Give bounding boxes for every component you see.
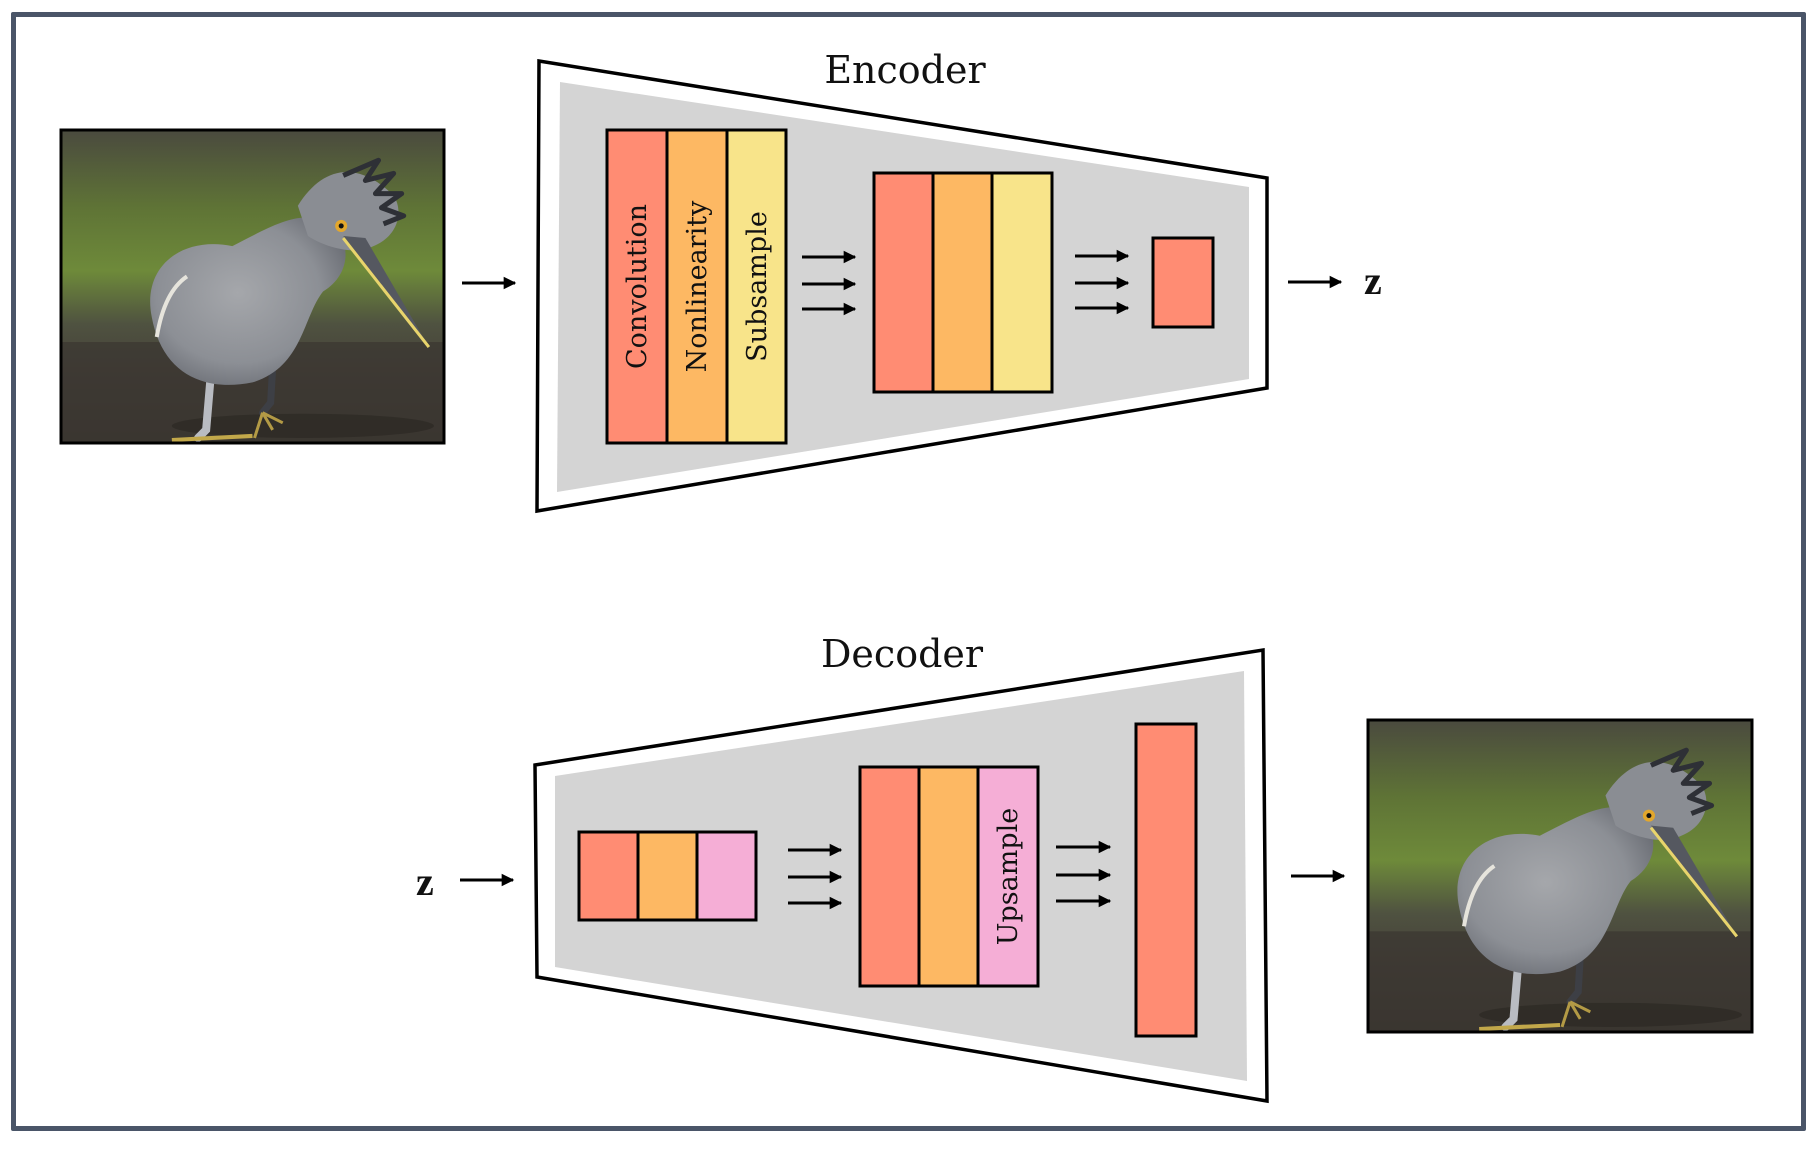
decoder-layer-block-2: Upsample [858, 765, 1040, 988]
decoder-final-layer [1134, 722, 1198, 1038]
nonlinearity-layer [636, 830, 699, 922]
upsample-layer [976, 765, 1040, 988]
subsample-layer [990, 171, 1054, 394]
decoder-layer-block-1 [577, 830, 758, 922]
reconstructed-bird-photo [1368, 720, 1752, 1032]
output-image-border [1366, 718, 1754, 1034]
subsample-layer [725, 128, 788, 445]
decoder: Decoder Upsample [533, 632, 1269, 1104]
arrow-group-icon [1056, 840, 1112, 908]
arrow-group-icon [788, 843, 843, 910]
subsample-label: Subsample [742, 211, 773, 362]
latent-z-input: z [416, 859, 434, 904]
encoder: Encoder Convolution Nonlinearity Subsamp… [535, 48, 1269, 514]
convolution-label: Convolution [622, 204, 653, 369]
input-image [59, 128, 446, 445]
nonlinearity-layer [917, 765, 980, 988]
encoder-final-layer [1151, 236, 1215, 329]
nonlinearity-label: Nonlinearity [682, 200, 713, 372]
output-image [1366, 718, 1754, 1034]
arrow-group-icon [1075, 249, 1130, 315]
convolution-layer [872, 171, 935, 394]
encoder-title: Encoder [824, 48, 986, 92]
arrow-group-icon [802, 250, 857, 316]
latent-z-output: z [1364, 258, 1382, 303]
input-image-border [59, 128, 446, 445]
encoder-layer-block-1: Convolution Nonlinearity Subsample [605, 128, 788, 445]
decoder-title: Decoder [821, 632, 984, 676]
encoder-layer-block-2 [872, 171, 1054, 394]
convolution-layer [605, 128, 669, 445]
input-bird-photo [61, 130, 444, 443]
convolution-layer [577, 830, 640, 922]
nonlinearity-layer [931, 171, 994, 394]
convolution-layer [858, 765, 921, 988]
upsample-label: Upsample [993, 808, 1024, 946]
upsample-layer [695, 830, 758, 922]
